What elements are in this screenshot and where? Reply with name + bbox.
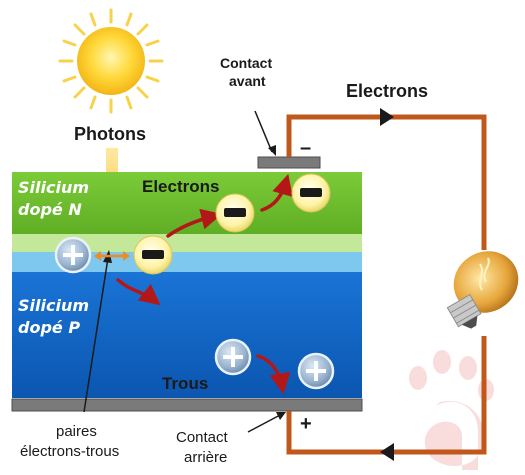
front-contact-label-line2: avant bbox=[229, 73, 266, 89]
back-contact-label-line2: arrière bbox=[184, 449, 228, 466]
back-contact-pointer bbox=[247, 413, 283, 433]
hole-moving bbox=[214, 338, 252, 376]
back-contact-label-line1: Contact bbox=[176, 429, 228, 446]
electron-moving bbox=[215, 193, 255, 233]
wire-arrow-bottom bbox=[380, 443, 394, 461]
front-contact-pointer bbox=[254, 110, 273, 153]
photons-label: Photons bbox=[74, 124, 146, 144]
electron-at-junction bbox=[133, 235, 173, 275]
n-layer-label-line2: dopé N bbox=[18, 200, 82, 219]
sun-icon bbox=[58, 8, 164, 114]
pairs-pointer bbox=[83, 257, 109, 413]
layer-electrons-label: Electrons bbox=[142, 177, 220, 196]
wire-arrow-top bbox=[380, 108, 394, 126]
hole-at-junction bbox=[54, 236, 92, 274]
pairs-label-line1: paires bbox=[56, 423, 97, 440]
junction-band-light bbox=[12, 234, 362, 252]
front-contact-label-line1: Contact bbox=[220, 55, 273, 71]
back-contact bbox=[11, 398, 363, 412]
electron-at-contact bbox=[291, 173, 331, 213]
minus-terminal-sign: – bbox=[300, 137, 312, 159]
pairs-label-line2: électrons-trous bbox=[20, 443, 120, 460]
pair-generation-arrow bbox=[94, 251, 130, 261]
hole-at-back bbox=[297, 352, 335, 390]
p-layer-label-line2: dopé P bbox=[18, 318, 81, 337]
p-layer-label-line1: Silicium bbox=[18, 296, 90, 315]
circuit-electrons-label: Electrons bbox=[346, 81, 429, 101]
light-bulb-icon bbox=[446, 251, 519, 329]
holes-label: Trous bbox=[162, 374, 209, 393]
carrier-motion-arrows bbox=[116, 173, 293, 395]
n-layer-label-line1: Silicium bbox=[18, 178, 90, 197]
plus-terminal-sign: + bbox=[300, 413, 312, 435]
